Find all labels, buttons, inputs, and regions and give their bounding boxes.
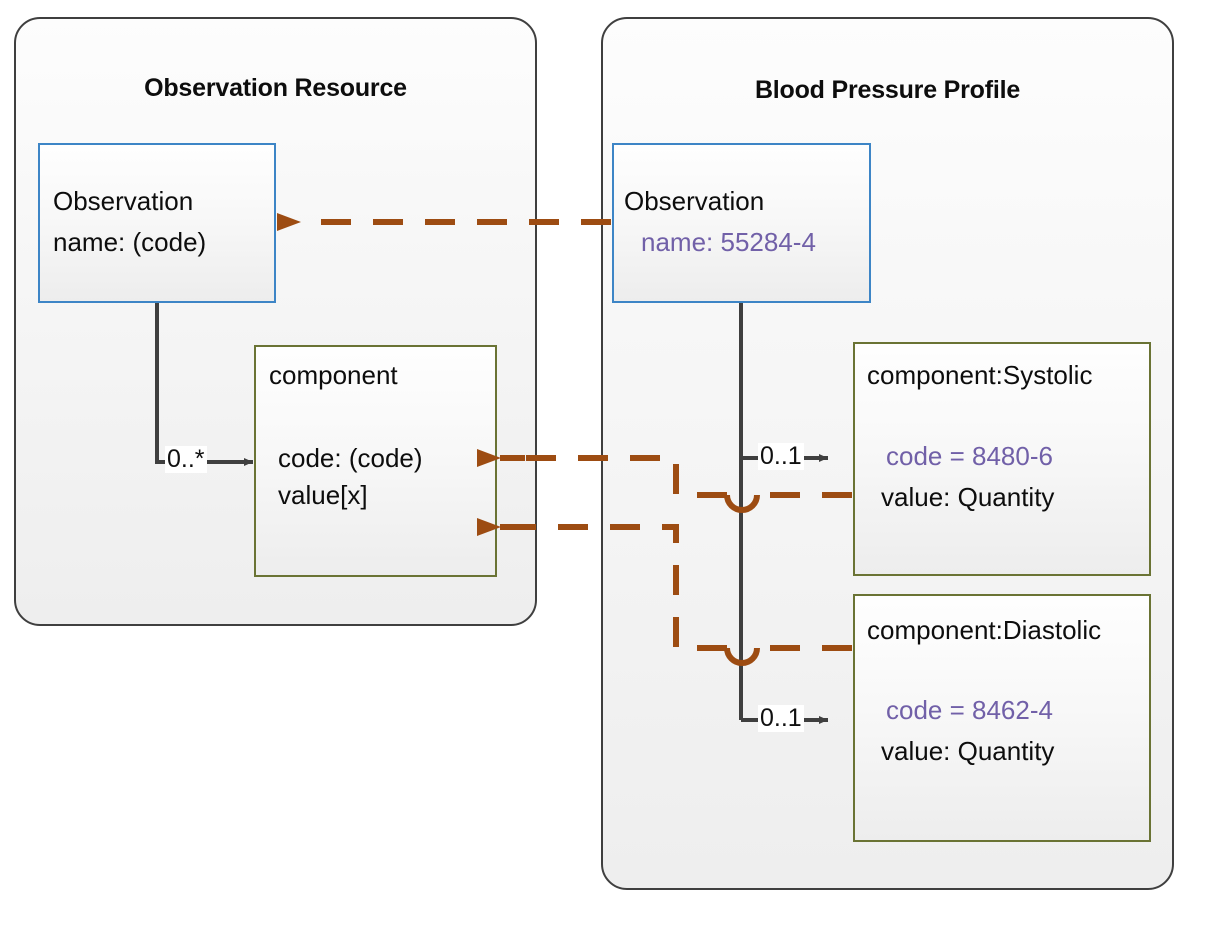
box-profile-component-diastolic-line-value: value: Quantity (881, 736, 1055, 766)
box-profile-observation-line-name: name: 55284-4 (641, 227, 816, 257)
multiplicity-label-base-component: 0..* (165, 445, 207, 473)
box-profile-observation (612, 143, 871, 303)
box-base-observation (38, 143, 276, 303)
box-profile-component-systolic-line-code: code = 8480-6 (886, 441, 1053, 471)
panel-blood-pressure-profile-title: Blood Pressure Profile (754, 76, 1021, 104)
multiplicity-label-diastolic: 0..1 (758, 704, 804, 732)
box-base-component-line-code: code: (code) (278, 443, 423, 473)
box-profile-component-systolic-title: component:Systolic (867, 360, 1093, 390)
box-base-component (254, 345, 497, 577)
box-base-component-title: component (269, 360, 398, 390)
box-profile-component-diastolic-title: component:Diastolic (867, 615, 1102, 645)
box-profile-component-systolic (853, 342, 1151, 576)
box-profile-component-diastolic (853, 594, 1151, 842)
multiplicity-label-systolic: 0..1 (758, 442, 804, 470)
box-profile-component-systolic-line-value: value: Quantity (881, 482, 1055, 512)
box-base-observation-line-name: name: (code) (53, 227, 207, 257)
panel-observation-resource-title: Observation Resource (144, 74, 407, 102)
box-base-component-line-value: value[x] (278, 480, 368, 510)
box-profile-component-diastolic-line-code: code = 8462-4 (886, 695, 1053, 725)
box-base-observation-title: Observation (53, 186, 194, 216)
box-profile-observation-title: Observation (624, 186, 765, 216)
